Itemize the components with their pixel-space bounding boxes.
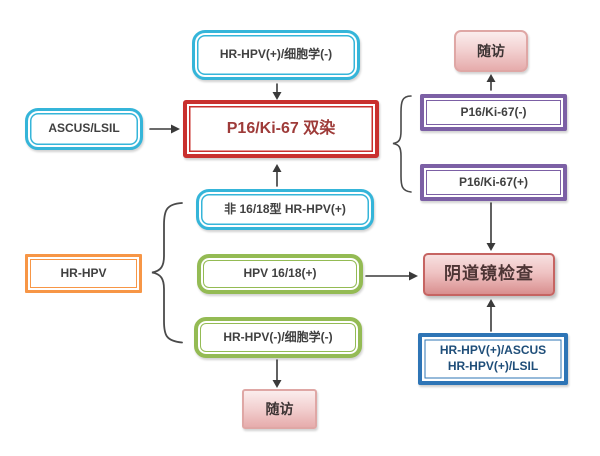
node-colposcopy: 阴道镜检查 <box>423 253 555 296</box>
node-label: HR-HPV(+)/细胞学(-) <box>219 47 333 62</box>
node-non-16-18-hr-hpv-pos: 非 16/18型 HR-HPV(+) <box>196 189 374 230</box>
brace-hr-hpv-branches <box>151 202 183 344</box>
referral-line-2: HR-HPV(+)/LSIL <box>447 359 539 373</box>
arrowhead-up-2 <box>486 74 496 82</box>
node-ascus-lsil: ASCUS/LSIL <box>25 108 143 150</box>
brace-dual-stain-outcomes <box>392 95 412 193</box>
node-hr-hpv-pos-cytology-neg: HR-HPV(+)/细胞学(-) <box>192 30 360 80</box>
node-label: P16/Ki-67 双染 <box>226 119 336 137</box>
node-referral-criteria: HR-HPV(+)/ASCUS HR-HPV(+)/LSIL <box>418 333 568 385</box>
node-label: HPV 16/18(+) <box>243 266 317 281</box>
arrowhead-up-1 <box>272 164 282 172</box>
node-label: 随访 <box>477 42 505 59</box>
node-hpv-16-18-pos: HPV 16/18(+) <box>197 254 363 294</box>
node-label: P16/Ki-67(+) <box>458 174 529 189</box>
node-followup-top: 随访 <box>454 30 528 72</box>
referral-line-1: HR-HPV(+)/ASCUS <box>439 343 547 358</box>
arrowhead-right-2 <box>409 271 418 281</box>
node-label: HR-HPV(+)/ASCUS HR-HPV(+)/LSIL <box>440 343 546 374</box>
node-followup-bottom: 随访 <box>242 389 317 429</box>
node-label: HR-HPV <box>60 265 107 280</box>
arrowhead-down-1 <box>272 92 282 100</box>
node-hr-hpv: HR-HPV <box>25 254 142 293</box>
node-label: 非 16/18型 HR-HPV(+) <box>224 201 346 216</box>
node-label: ASCUS/LSIL <box>48 121 120 136</box>
arrowhead-down-2 <box>486 243 496 251</box>
node-label: 阴道镜检查 <box>444 264 534 284</box>
arrowhead-up-3 <box>486 299 496 307</box>
node-label: P16/Ki-67(-) <box>460 104 527 119</box>
arrowhead-down-3 <box>272 380 282 388</box>
node-label: HR-HPV(-)/细胞学(-) <box>223 329 333 344</box>
node-label: 随访 <box>265 400 294 417</box>
arrowhead-right-1 <box>171 124 180 134</box>
node-hr-hpv-neg-cytology-neg: HR-HPV(-)/细胞学(-) <box>194 317 362 358</box>
node-p16-ki67-dual-stain: P16/Ki-67 双染 <box>183 100 379 158</box>
node-p16-ki67-negative: P16/Ki-67(-) <box>420 94 567 131</box>
node-p16-ki67-positive: P16/Ki-67(+) <box>420 164 567 201</box>
